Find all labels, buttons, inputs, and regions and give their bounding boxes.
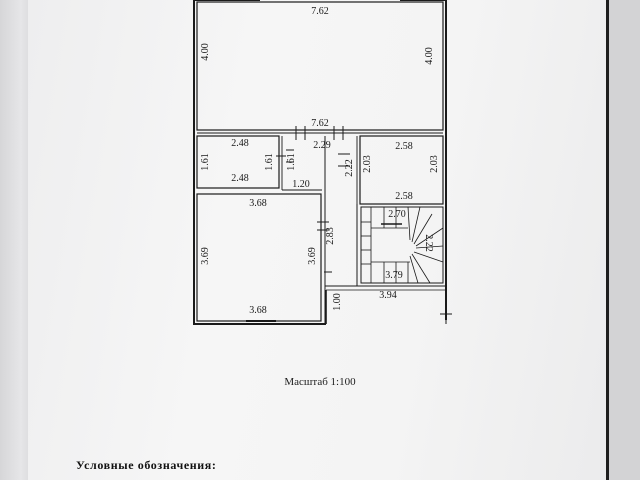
dim-small-room-left: 1.61: [200, 153, 211, 171]
dim-hall-width: 1.20: [292, 179, 310, 190]
big-room: [196, 193, 322, 322]
dim-vestibule-width: 3.94: [379, 290, 397, 301]
scale-label: Масштаб 1:100: [284, 376, 356, 388]
dim-big-room-bottom: 3.68: [249, 305, 267, 316]
dim-right-room-right: 2.03: [429, 155, 440, 173]
dim-right-room-top: 2.58: [395, 141, 413, 152]
background-left: [0, 0, 30, 480]
dim-small-room-bottom: 2.48: [231, 173, 249, 184]
dim-stair-bottom: 3.79: [385, 270, 403, 281]
dim-hall-height: 2.83: [325, 227, 336, 245]
dim-top-room-width: 7.62: [311, 6, 329, 17]
dim-big-room-right: 3.69: [307, 247, 318, 265]
top-room: [196, 1, 444, 131]
paper-edge: [606, 0, 609, 480]
dim-top-room-left: 4.00: [200, 43, 211, 61]
dim-stair-right: 2.22: [423, 234, 434, 252]
outer-wall: [193, 0, 326, 325]
dim-right-room-left-outer: 2.22: [344, 159, 355, 177]
dim-small-room-right: 1.61: [264, 153, 275, 171]
dim-hall-left: 1.61: [286, 153, 297, 171]
dim-right-room-left: 2.03: [362, 155, 373, 173]
paper-sheet: [28, 0, 620, 480]
dim-big-room-top: 3.68: [249, 198, 267, 209]
background-right: [609, 0, 640, 480]
staircase: [360, 206, 444, 284]
dim-right-room-bottom: 2.58: [395, 191, 413, 202]
right-room: [359, 135, 444, 205]
dim-corridor-width: 7.62: [311, 118, 329, 129]
small-room: [196, 135, 280, 189]
dim-small-room-top: 2.48: [231, 138, 249, 149]
dim-vestibule-height: 1.00: [332, 293, 343, 311]
dim-stair-top: 2.70: [388, 209, 406, 220]
legend-title: Условные обозначения:: [76, 458, 217, 472]
dim-big-room-left: 3.69: [200, 247, 211, 265]
dim-corridor-inner: 2.29: [313, 140, 331, 151]
dim-top-room-right: 4.00: [424, 47, 435, 65]
